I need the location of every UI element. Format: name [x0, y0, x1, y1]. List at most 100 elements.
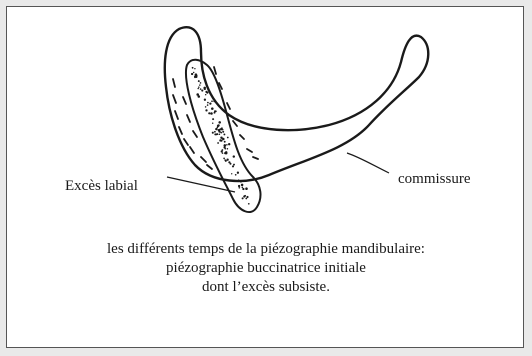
stipple-dot [219, 140, 221, 142]
figure-frame: Excès labial commissure les différents t… [6, 6, 524, 348]
stipple-dot [233, 180, 235, 182]
stipple-dot [192, 67, 194, 69]
stipple-dot [219, 129, 221, 131]
stipple-dot [233, 164, 235, 166]
stipple-dot [228, 143, 230, 145]
stipple-dot [194, 76, 196, 78]
stipple-dot [197, 88, 198, 89]
stipple-dot [235, 174, 237, 176]
stipple-dot [227, 137, 229, 139]
stipple-dot [238, 179, 239, 180]
stipple-dot [213, 100, 215, 102]
stipple-dot [226, 159, 228, 161]
stipple-dot [224, 159, 226, 161]
stipple-dot [237, 172, 239, 174]
stipple-dot [232, 165, 234, 167]
stipple-dot [242, 197, 244, 199]
stipple-dot [194, 68, 195, 69]
stipple-dot [195, 73, 198, 76]
stipple-dot [225, 151, 227, 153]
stipple-dot [231, 173, 232, 174]
stipple-dot [200, 82, 202, 84]
hatch-mark [247, 149, 252, 152]
stipple-dot [200, 88, 202, 90]
stipple-dot [242, 187, 244, 189]
stipple-dot [241, 184, 244, 187]
stipple-dot [233, 155, 235, 157]
hatch-mark [214, 67, 216, 74]
stipple-dot [215, 128, 217, 130]
stipple-dot [243, 195, 245, 197]
stipple-dot [210, 112, 213, 115]
stipple-dot [196, 93, 199, 96]
hatch-mark [183, 97, 186, 104]
stipple-dot [221, 150, 223, 152]
stipple-dot [203, 87, 206, 90]
stipple-dot [209, 102, 211, 104]
stipple-dot [242, 188, 244, 190]
stipple-dot [223, 133, 225, 135]
stipple-dot [222, 129, 224, 131]
stipple-dot [215, 134, 217, 136]
hatch-mark [227, 103, 230, 109]
stipple-dot [227, 148, 229, 150]
stipple-dot [212, 118, 214, 120]
stipple-dot [203, 75, 204, 76]
commissure-leader [347, 153, 389, 173]
stipple-dot [191, 73, 193, 75]
stipple-dot [199, 84, 200, 85]
hatch-mark [179, 127, 182, 134]
hatch-mark [173, 95, 176, 103]
stipple-dot [218, 121, 221, 124]
stipple-dot [211, 107, 214, 110]
stipple-dot [222, 131, 224, 133]
stipple-dot [212, 122, 213, 123]
stipple-dot [224, 144, 227, 147]
stipple-dot [201, 90, 203, 92]
stipple-dot [207, 102, 209, 104]
stipple-dot [238, 185, 240, 187]
caption-line: dont l’excès subsiste. [7, 278, 525, 297]
stipple-dot [245, 187, 248, 190]
stipple-dot [205, 109, 207, 111]
hatch-mark [173, 79, 175, 87]
caption-line: piézographie buccinatrice initiale [7, 259, 525, 278]
stipple-dot [217, 142, 219, 144]
stipple-dot [245, 198, 247, 200]
exces-labial-label: Excès labial [65, 179, 138, 194]
figure-caption: les différents temps de la piézographie … [7, 240, 525, 297]
stipple-dot [212, 132, 214, 134]
stipple-dot [214, 112, 216, 114]
stipple-dot [238, 187, 240, 189]
stipple-dot [209, 91, 211, 93]
hatch-mark [207, 165, 212, 169]
hatch-mark [190, 147, 194, 153]
hatch-mark [240, 135, 244, 139]
stipple-dot [198, 86, 200, 88]
stipple-dot [193, 72, 194, 73]
stipple-dot [226, 144, 228, 146]
stipple-dot [222, 138, 225, 141]
stipple-dot [240, 181, 242, 183]
stipple-dot [223, 158, 225, 160]
stipple-dot [248, 203, 250, 205]
stipple-dot [208, 112, 210, 114]
stipple-dot [205, 94, 206, 95]
hatch-mark [201, 157, 206, 162]
stipple-dot [207, 104, 209, 106]
stipple-dot [217, 124, 219, 126]
stipple-dot [198, 80, 200, 82]
stipple-dot [218, 130, 220, 132]
stipple-dot [214, 131, 216, 133]
commissure-label: commissure [398, 172, 471, 187]
hatch-mark [175, 111, 178, 119]
stipple-dot [211, 100, 213, 102]
hatch-mark [233, 121, 237, 126]
stipple-dot [206, 92, 208, 94]
arch-outline [165, 27, 428, 181]
hatch-mark [184, 139, 188, 145]
hatch-mark [253, 157, 258, 159]
stipple-dot [219, 133, 221, 135]
stipple-dot [225, 148, 227, 150]
hatch-mark [187, 115, 190, 122]
